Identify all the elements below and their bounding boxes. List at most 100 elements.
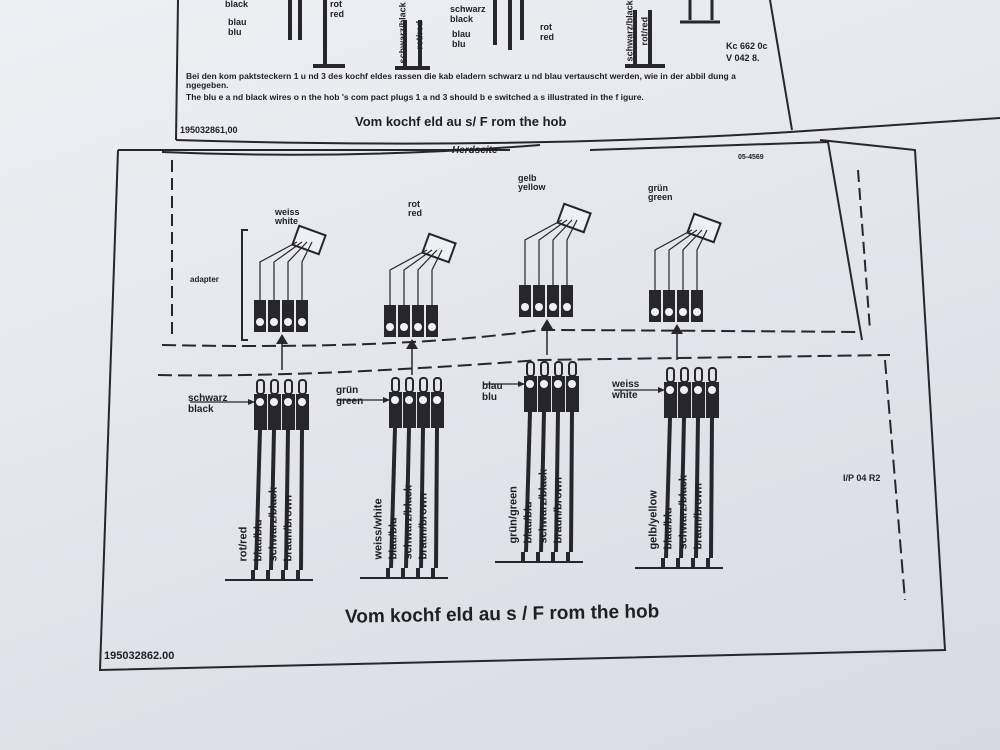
- pin: [666, 367, 675, 383]
- wire: [389, 427, 397, 569]
- terminal-hole: [708, 386, 716, 394]
- terminal-hole: [298, 398, 306, 406]
- wire-label: gelb/yellow: [647, 490, 660, 550]
- label-blu-2: blu: [452, 39, 466, 49]
- bottom-doc-number: 195032862.00: [104, 650, 175, 662]
- terminal-screw: [563, 303, 571, 311]
- adapter-wire: [273, 241, 303, 300]
- label-red: red: [330, 9, 345, 19]
- arrow-up-icon: [671, 324, 683, 334]
- top-title: Vom kochf eld au s/ F rom the hob: [355, 114, 567, 129]
- plug-label-en: red: [408, 208, 423, 219]
- adapter-wire: [538, 219, 568, 285]
- label-rot-red-2: rot/red: [639, 16, 650, 46]
- terminal-screw: [298, 318, 306, 326]
- wire-label: blau/blu: [522, 501, 535, 544]
- adapter-label: adapter: [190, 275, 219, 284]
- terminal-screw: [693, 308, 701, 316]
- wire-label: blau/blu: [387, 517, 400, 560]
- terminal-hole: [694, 386, 702, 394]
- herdseite-right-dash: [857, 169, 871, 331]
- block-label-en: black: [188, 403, 214, 415]
- block-label-de: weiss: [612, 379, 640, 390]
- pin: [391, 377, 400, 393]
- adapter-wire: [552, 219, 573, 285]
- outer-frame: [98, 139, 947, 672]
- wire: [539, 411, 546, 553]
- terminal-hole: [666, 386, 674, 394]
- terminal-screw: [284, 318, 292, 326]
- wire: [679, 417, 686, 559]
- adapter-wire: [524, 219, 563, 285]
- wire-label: braun/brown: [692, 482, 705, 550]
- top-wires-1: [288, 0, 345, 68]
- adapter-bracket: [241, 229, 248, 341]
- adapter-wire: [654, 229, 693, 290]
- top-wires-3: [493, 0, 524, 50]
- block-label-en: blu: [482, 391, 497, 403]
- plug-label-en: green: [648, 192, 673, 203]
- wire-label: braun/brown: [282, 494, 295, 562]
- wire: [569, 411, 574, 553]
- adapter-wire: [417, 249, 438, 305]
- block-label-en: green: [336, 395, 364, 407]
- terminal-slot: [649, 290, 661, 322]
- terminal-screw: [549, 303, 557, 311]
- wire: [404, 427, 411, 569]
- lower-panel-top-dash: [157, 354, 891, 377]
- pin: [568, 361, 577, 377]
- top-frame-left: [175, 0, 179, 141]
- label-rot-2: rot: [540, 22, 552, 32]
- wire: [284, 429, 290, 571]
- top-wires-4: [625, 10, 665, 68]
- block-label-de: grün: [336, 385, 359, 396]
- terminal-slot: [533, 285, 545, 317]
- terminal-slot: [282, 300, 294, 332]
- adapter-wire: [389, 249, 428, 305]
- note-english: The blu e a nd black wires o n the hob '…: [186, 92, 644, 102]
- label-red-2: red: [540, 32, 555, 42]
- terminal-hole: [419, 396, 427, 404]
- terminal-screw: [521, 303, 529, 311]
- code-top-right: 05-4569: [738, 154, 764, 161]
- top-wires-5: [680, 0, 720, 24]
- terminal-slot: [412, 305, 424, 337]
- top-wires-2: [395, 20, 430, 70]
- terminal-screw: [386, 323, 394, 331]
- pin: [680, 367, 689, 383]
- adapter-wire: [287, 241, 308, 300]
- adapter-wire: [566, 219, 578, 285]
- label-blau-2: blau: [452, 29, 471, 39]
- label-schwarz: schwarz: [450, 4, 486, 14]
- terminal-slot: [384, 305, 396, 337]
- terminal-screw: [428, 323, 436, 331]
- label-black: black: [225, 0, 249, 9]
- herdseite-label: Herdseite: [452, 145, 498, 156]
- terminal-screw: [256, 318, 264, 326]
- terminal-slot: [426, 305, 438, 337]
- wire-label: rot/red: [237, 526, 250, 562]
- top-frame-bottom: [175, 117, 1000, 145]
- terminal-slot: [519, 285, 531, 317]
- pin: [540, 361, 549, 377]
- adapter-wire: [259, 241, 298, 300]
- plug-label-de: gelb: [518, 173, 537, 183]
- wire-label: blau/blu: [252, 519, 265, 562]
- arrow-up-icon: [406, 339, 418, 349]
- compact-plug-0: [291, 224, 327, 256]
- label-black-2: black: [450, 14, 474, 24]
- wire: [709, 417, 714, 559]
- wire-label: schwarz/black: [677, 474, 690, 550]
- terminal-hole: [540, 380, 548, 388]
- wire-label: schwarz/black: [402, 484, 415, 560]
- terminal-hole: [680, 386, 688, 394]
- terminal-screw: [414, 323, 422, 331]
- wire: [299, 429, 304, 571]
- terminal-hole: [526, 380, 534, 388]
- wire: [524, 411, 532, 553]
- arrow-right-icon: [518, 381, 525, 387]
